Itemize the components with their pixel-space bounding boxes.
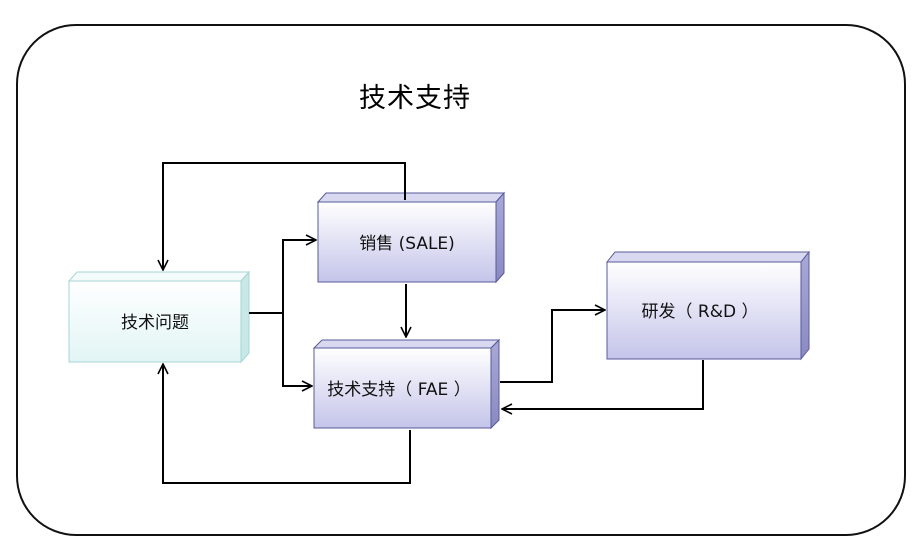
node-fae-label: 技术支持（ FAE ）: [327, 380, 470, 400]
node-sales: 销售 (SALE): [316, 191, 506, 284]
arrow-fae-to-rd: [500, 310, 605, 383]
arrow-issue-to-sales: [249, 240, 316, 314]
diagram-title: 技术支持: [359, 83, 471, 114]
arrow-rd-to-fae: [502, 360, 704, 409]
node-rd: 研发（ R&D ）: [605, 250, 811, 361]
arrow-fae-to-issue: [163, 364, 411, 484]
arrow-issue-to-fae: [282, 313, 312, 386]
node-fae: 技术支持（ FAE ）: [312, 338, 501, 430]
node-sales-label: 销售 (SALE): [359, 234, 455, 254]
arrow-sales-to-issue: [163, 162, 406, 270]
node-issue: 技术问题: [67, 270, 251, 364]
node-rd-label: 研发（ R&D ）: [642, 302, 759, 322]
node-issue-label: 技术问题: [121, 313, 189, 333]
